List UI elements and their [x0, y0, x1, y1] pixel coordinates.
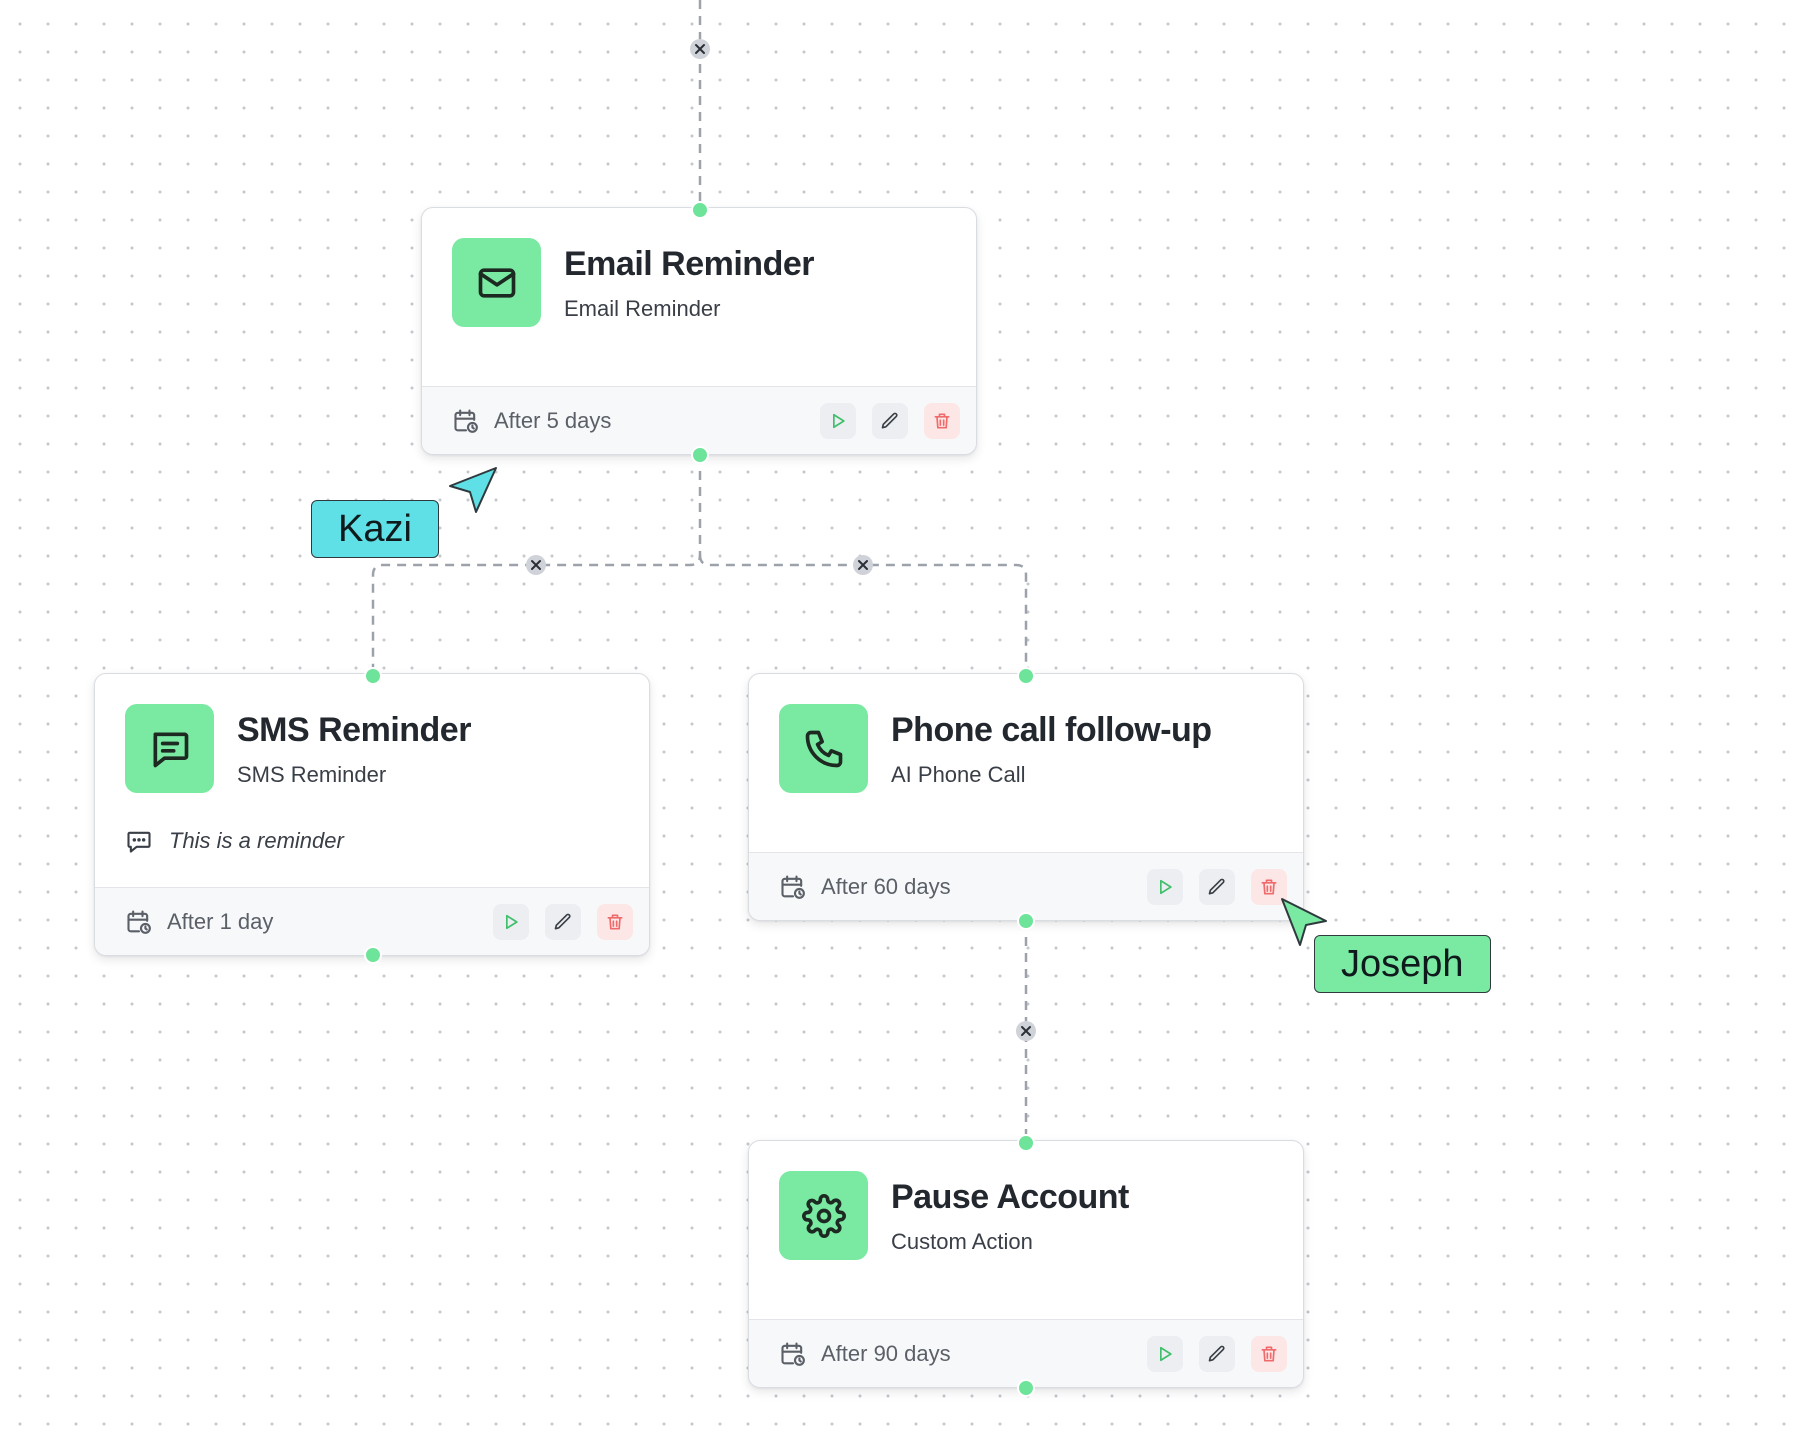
edit-button[interactable]	[872, 402, 908, 439]
node-title: Email Reminder	[564, 245, 814, 283]
input-handle[interactable]	[691, 201, 709, 219]
output-handle[interactable]	[691, 446, 709, 464]
delete-button[interactable]	[597, 903, 633, 940]
node-type: AI Phone Call	[891, 762, 1026, 787]
node-footer: After 60 days	[749, 852, 1303, 920]
trash-icon	[1261, 879, 1277, 894]
message-icon	[125, 704, 214, 793]
edit-button[interactable]	[1199, 1335, 1235, 1372]
play-icon	[1160, 879, 1172, 894]
pencil-icon	[1208, 878, 1225, 894]
output-handle[interactable]	[1017, 912, 1035, 930]
edge-remove-button[interactable]	[690, 39, 710, 59]
edge-remove-button[interactable]	[526, 555, 546, 575]
node-type: Email Reminder	[564, 296, 721, 321]
chat-bubble-icon	[127, 831, 151, 853]
delay-text: After 60 days	[821, 873, 951, 899]
cursor-pointer-icon	[449, 467, 497, 513]
calendar-clock-icon	[781, 874, 805, 899]
delay-label: After 90 days	[779, 1340, 1147, 1368]
node-sms-reminder[interactable]: SMS Reminder SMS Reminder This is a remi…	[94, 673, 650, 956]
delay-text: After 1 day	[167, 908, 274, 934]
node-title: SMS Reminder	[237, 711, 471, 749]
run-button[interactable]	[493, 903, 529, 940]
node-type: Custom Action	[891, 1229, 1033, 1254]
node-email-reminder[interactable]: Email Reminder Email Reminder After 5 da…	[421, 207, 977, 455]
node-title: Phone call follow-up	[891, 711, 1212, 749]
delete-button[interactable]	[1251, 868, 1287, 905]
output-handle[interactable]	[364, 946, 382, 964]
node-actions	[493, 903, 633, 940]
input-handle[interactable]	[1017, 667, 1035, 685]
phone-icon	[779, 704, 868, 793]
edge-remove-button[interactable]	[853, 555, 873, 575]
pencil-icon	[554, 913, 571, 929]
calendar-clock-icon	[781, 1341, 805, 1366]
delete-button[interactable]	[1251, 1335, 1287, 1372]
input-handle[interactable]	[1017, 1134, 1035, 1152]
delay-label: After 5 days	[452, 407, 820, 435]
delay-text: After 90 days	[821, 1340, 951, 1366]
node-actions	[820, 402, 960, 439]
node-actions	[1147, 1335, 1287, 1372]
run-button[interactable]	[1147, 868, 1183, 905]
output-handle[interactable]	[1017, 1379, 1035, 1397]
edit-button[interactable]	[1199, 868, 1235, 905]
edge-remove-button[interactable]	[1016, 1021, 1036, 1041]
calendar-clock-icon	[454, 408, 478, 433]
run-button[interactable]	[1147, 1335, 1183, 1372]
delete-button[interactable]	[924, 402, 960, 439]
collaborator-label: Kazi	[311, 500, 439, 558]
trash-icon	[607, 914, 623, 929]
mail-icon	[452, 238, 541, 327]
input-handle[interactable]	[364, 667, 382, 685]
delay-text: After 5 days	[494, 407, 612, 433]
node-footer: After 90 days	[749, 1319, 1303, 1387]
delay-label: After 60 days	[779, 873, 1147, 901]
play-icon	[1160, 1346, 1172, 1361]
play-icon	[833, 413, 845, 428]
node-type: SMS Reminder	[237, 762, 387, 787]
trash-icon	[1261, 1346, 1277, 1361]
calendar-clock-icon	[127, 909, 151, 934]
play-icon	[506, 914, 518, 929]
node-pause-account[interactable]: Pause Account Custom Action After 90 day…	[748, 1140, 1304, 1388]
pencil-icon	[1208, 1345, 1225, 1361]
message-preview-text: This is a reminder	[169, 828, 344, 853]
node-footer: After 5 days	[422, 386, 976, 454]
node-footer: After 1 day	[95, 887, 649, 955]
gear-icon	[779, 1171, 868, 1260]
node-title: Pause Account	[891, 1178, 1129, 1216]
run-button[interactable]	[820, 402, 856, 439]
trash-icon	[934, 413, 950, 428]
pencil-icon	[881, 412, 898, 428]
delay-label: After 1 day	[125, 908, 493, 936]
node-actions	[1147, 868, 1287, 905]
collaborator-label: Joseph	[1314, 935, 1491, 993]
edit-button[interactable]	[545, 903, 581, 940]
message-preview: This is a reminder	[125, 827, 344, 855]
node-phone-call[interactable]: Phone call follow-up AI Phone Call After…	[748, 673, 1304, 921]
